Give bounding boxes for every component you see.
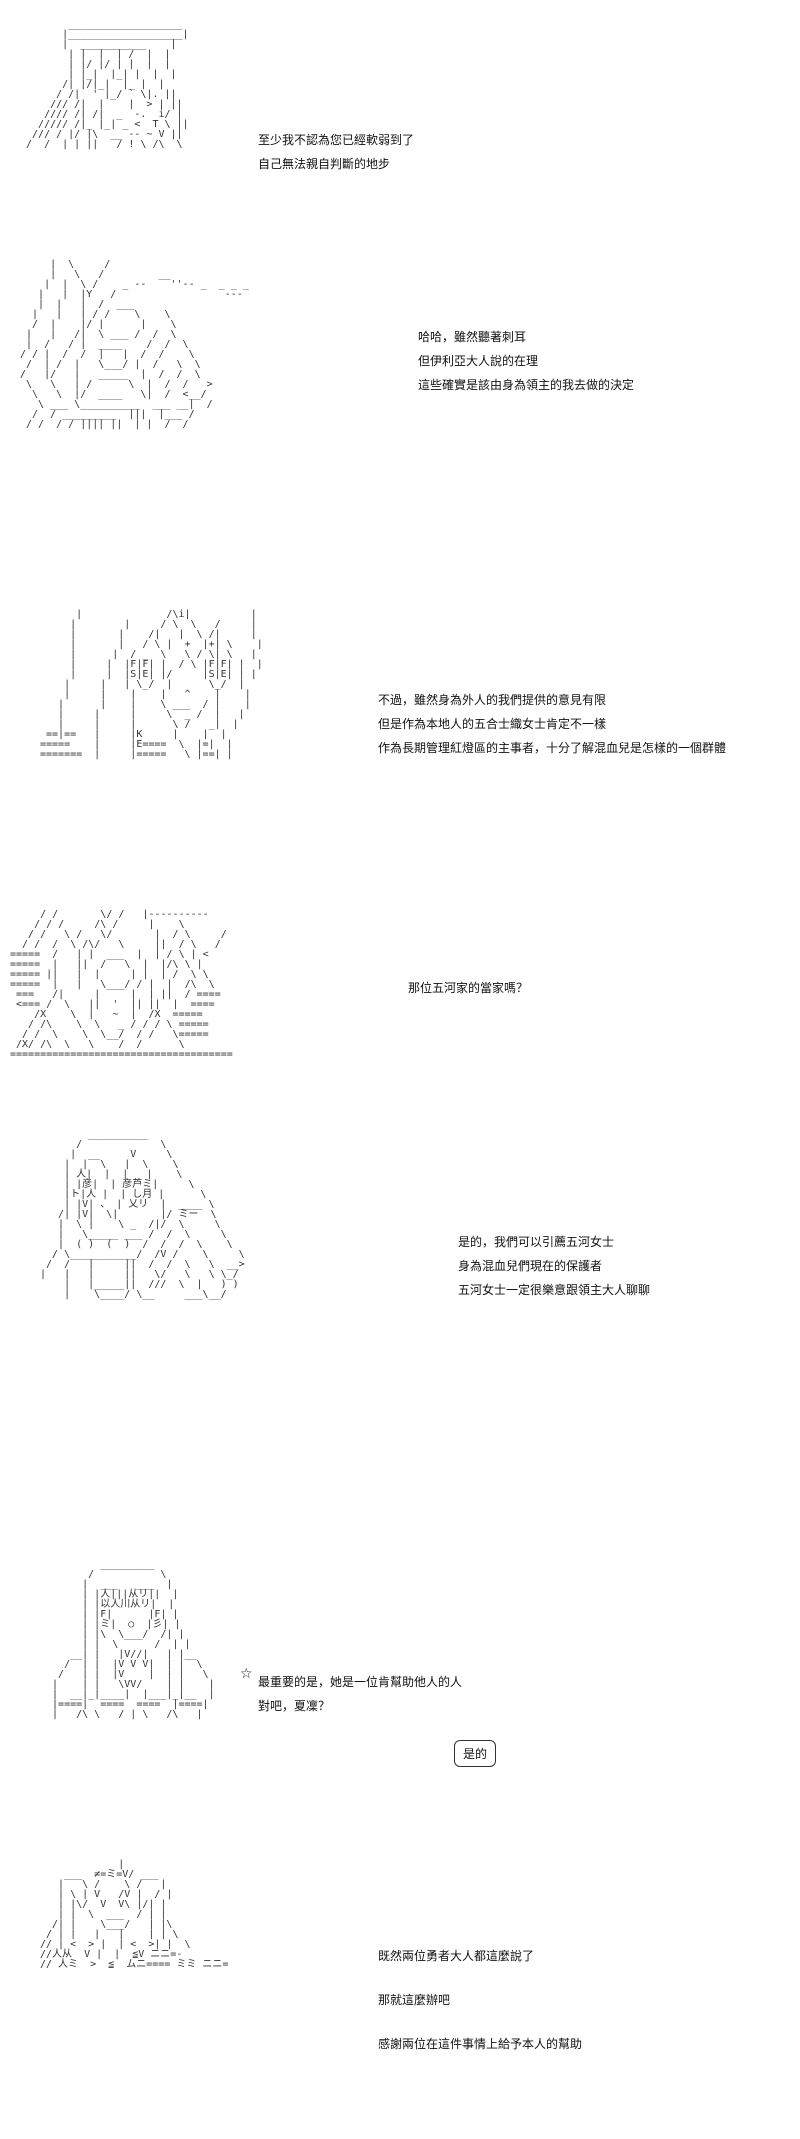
dialogue-line: 那位五河家的當家嗎？	[408, 981, 529, 995]
panel-3: | /\i| | | | / \ \ / | | | /| | \ /| | |…	[0, 590, 800, 910]
dialogue-line: 那就這麼辦吧	[378, 1993, 451, 2007]
speech-bubble: 是的	[454, 1740, 497, 1767]
dialogue-line: 但是作為本地人的五合士織女士肯定不一樣	[378, 717, 607, 731]
dialogue-line: 是的，我們可以引薦五河女士	[458, 1235, 615, 1249]
dialogue-line: 哈哈，雖然聽著刺耳	[418, 330, 527, 344]
dialogue-block: 至少我不認為您已經軟弱到了 自己無法親自判斷的地步	[258, 128, 414, 176]
dialogue-line: 感謝兩位在這件事情上給予本人的幫助	[378, 2037, 583, 2051]
ascii-art-figure: | ___ ≠=ミ=V/ ___ | \ / \ / | | \ | V /V …	[40, 1860, 582, 2052]
dialogue-block: 是的，我們可以引薦五河女士 身為混血兒們現在的保護者 五河女士一定很樂意跟領主大…	[458, 1230, 650, 1302]
dialogue-line: 不過，雖然身為外人的我們提供的意見有限	[378, 693, 607, 707]
panel-6: _________ / \ | ___ ___ | | |人|||从リ|| | …	[0, 1560, 800, 1860]
ascii-art-figure: | \ / | \ / __ | | \ / _ -- ''-- _ _ _ _…	[20, 259, 249, 430]
dialogue-block: 哈哈，雖然聽著刺耳 但伊利亞大人說的在理 這些確實是該由身為領主的我去做的決定	[418, 325, 634, 397]
dialogue-line: 最重要的是，她是一位肯幫助他人的人	[258, 1675, 463, 1689]
panel-1: ___________________ |___________________…	[0, 0, 800, 230]
star-icon: ☆	[240, 1666, 253, 1682]
ascii-art-figure: / / \/ / |---------- / / / /\ / | \ / / …	[10, 909, 233, 1060]
dialogue-line: 至少我不認為您已經軟弱到了	[258, 133, 415, 147]
ascii-art-figure: | /\i| | | | / \ \ / | | | /| | \ /| | |…	[40, 609, 263, 760]
dialogue-line: 對吧，夏凜？	[258, 1699, 331, 1713]
panel-5: __________ / \ | __ V \ | | \ | \ \ | 人|…	[0, 1120, 800, 1560]
ascii-art-figure: __________ / \ | __ V \ | | \ | \ \ | 人|…	[40, 1129, 245, 1300]
dialogue-line: 這些確實是該由身為領主的我去做的決定	[418, 378, 635, 392]
ascii-art-figure: _________ / \ | ___ ___ | | |人|||从リ|| | …	[52, 1559, 215, 1720]
ascii-art-figure: ___________________ |___________________…	[26, 19, 189, 150]
dialogue-line: 身為混血兒們現在的保護者	[458, 1259, 603, 1273]
dialogue-block: 那位五河家的當家嗎？	[408, 976, 528, 1000]
dialogue-line: 作為長期管理紅燈區的主事者，十分了解混血兒是怎樣的一個群體	[378, 741, 727, 755]
panel-4: / / \/ / |---------- / / / /\ / | \ / / …	[0, 900, 800, 1120]
dialogue-block: 不過，雖然身為外人的我們提供的意見有限 但是作為本地人的五合士織女士肯定不一樣 …	[378, 688, 726, 760]
panel-7: | ___ ≠=ミ=V/ ___ | \ / \ / | | \ | V /V …	[0, 1860, 800, 2139]
dialogue-line: 五河女士一定很樂意跟領主大人聊聊	[458, 1283, 651, 1297]
dialogue-line: 既然兩位勇者大人都這麼說了	[378, 1949, 535, 1963]
dialogue-block: 既然兩位勇者大人都這麼說了 那就這麼辦吧 感謝兩位在這件事情上給予本人的幫助	[378, 1924, 582, 2066]
dialogue-line: 但伊利亞大人說的在理	[418, 354, 539, 368]
dialogue-block: 最重要的是，她是一位肯幫助他人的人 對吧，夏凜？	[258, 1670, 462, 1718]
panel-2: | \ / | \ / __ | | \ / _ -- ''-- _ _ _ _…	[0, 240, 800, 580]
dialogue-line: 自己無法親自判斷的地步	[258, 157, 391, 171]
